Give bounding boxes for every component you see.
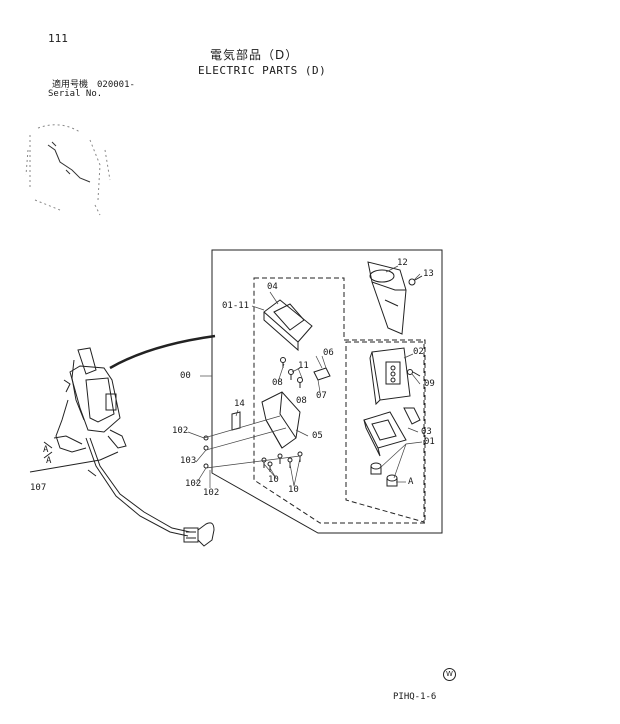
locator-harness-sketch bbox=[47, 141, 91, 183]
callout-102-bottom: 102 bbox=[203, 488, 220, 498]
part-bracket-03 bbox=[403, 407, 421, 425]
callout-103: 103 bbox=[180, 456, 197, 466]
callout-13: 13 bbox=[423, 269, 434, 279]
pointer-arrow bbox=[109, 334, 216, 370]
callout-A-left-bottom: A bbox=[46, 456, 52, 466]
callout-107: 107 bbox=[30, 483, 47, 493]
dashed-assembly-01 bbox=[345, 341, 425, 523]
callout-A-right: A bbox=[408, 477, 414, 487]
page-code: PIHQ-1-6 bbox=[393, 692, 437, 702]
callout-01: 01 bbox=[424, 437, 435, 447]
callout-08-upper: 08 bbox=[272, 378, 283, 388]
screw-13 bbox=[408, 275, 423, 286]
serial-label-english: Serial No. bbox=[48, 89, 103, 99]
callout-10-left: 10 bbox=[268, 475, 279, 485]
part-14 bbox=[231, 411, 241, 431]
callout-102-top: 102 bbox=[172, 426, 189, 436]
part-cover-12 bbox=[367, 261, 407, 335]
page-number: 111 bbox=[48, 32, 68, 45]
callout-02: 02 bbox=[413, 347, 424, 357]
callout-10-right: 10 bbox=[288, 485, 299, 495]
part-bracket-05 bbox=[261, 391, 301, 449]
serial-number-range: 020001- bbox=[97, 80, 135, 90]
callout-06: 06 bbox=[323, 348, 334, 358]
overview-monitor bbox=[63, 347, 127, 449]
callout-12: 12 bbox=[397, 258, 408, 268]
page-title-english: ELECTRIC PARTS (D) bbox=[198, 64, 327, 77]
callout-00: 00 bbox=[180, 371, 191, 381]
overview-harness bbox=[29, 399, 191, 537]
callout-08-lower: 08 bbox=[296, 396, 307, 406]
callout-102-middle: 102 bbox=[185, 479, 202, 489]
overview-connector bbox=[183, 522, 215, 547]
machine-locator-sketch bbox=[25, 124, 111, 216]
dashed-assembly-01-11 bbox=[253, 277, 426, 524]
callout-A-left-top: A bbox=[43, 445, 49, 455]
part-housing-01 bbox=[363, 411, 407, 457]
callout-04: 04 bbox=[267, 282, 278, 292]
callout-05: 05 bbox=[312, 431, 323, 441]
callout-09: 09 bbox=[424, 379, 435, 389]
callout-11: 11 bbox=[298, 361, 309, 371]
callout-14: 14 bbox=[234, 399, 245, 409]
callout-07: 07 bbox=[316, 391, 327, 401]
main-frame bbox=[211, 249, 443, 534]
rubber-feet bbox=[370, 462, 398, 487]
serial-label-japanese: 適用号機 bbox=[52, 80, 89, 90]
leader-lines bbox=[187, 265, 423, 488]
page-title-japanese: 電気部品（D） bbox=[210, 48, 299, 62]
edition-mark: W bbox=[443, 668, 456, 681]
bolts-small bbox=[203, 357, 421, 472]
callout-01-11: 01-11 bbox=[222, 301, 250, 311]
callout-03: 03 bbox=[421, 427, 432, 437]
part-monitor-02 bbox=[369, 347, 411, 406]
part-monitor-cover-04 bbox=[263, 299, 313, 352]
